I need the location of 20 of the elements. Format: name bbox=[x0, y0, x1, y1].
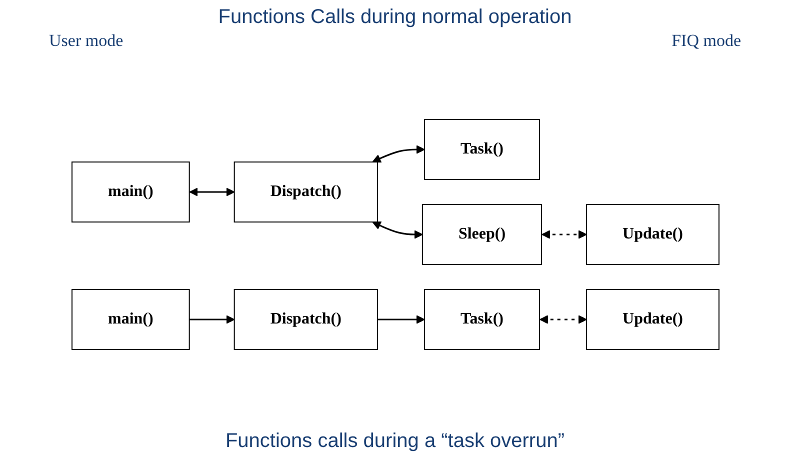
node-box: main() bbox=[71, 162, 190, 222]
arrow bbox=[538, 315, 586, 324]
mode-label: FIQ mode bbox=[670, 31, 742, 51]
arrow bbox=[188, 188, 234, 196]
node-box: Dispatch() bbox=[233, 289, 378, 350]
arrow bbox=[372, 145, 424, 163]
arrow bbox=[376, 315, 424, 324]
node-box: Dispatch() bbox=[233, 162, 378, 222]
arrow bbox=[372, 221, 422, 239]
node-box: Sleep() bbox=[421, 204, 542, 265]
node-box: Update() bbox=[586, 289, 719, 350]
section-heading: Functions calls during a “task overrun” bbox=[225, 430, 565, 453]
mode-label: User mode bbox=[48, 31, 124, 51]
node-box: main() bbox=[71, 289, 190, 350]
diagram-title: Functions Calls during normal operation bbox=[218, 6, 572, 29]
node-box: Task() bbox=[424, 289, 540, 350]
arrow bbox=[188, 315, 234, 324]
arrow bbox=[541, 230, 586, 239]
node-box: Update() bbox=[586, 204, 719, 265]
node-box: Task() bbox=[424, 119, 540, 180]
